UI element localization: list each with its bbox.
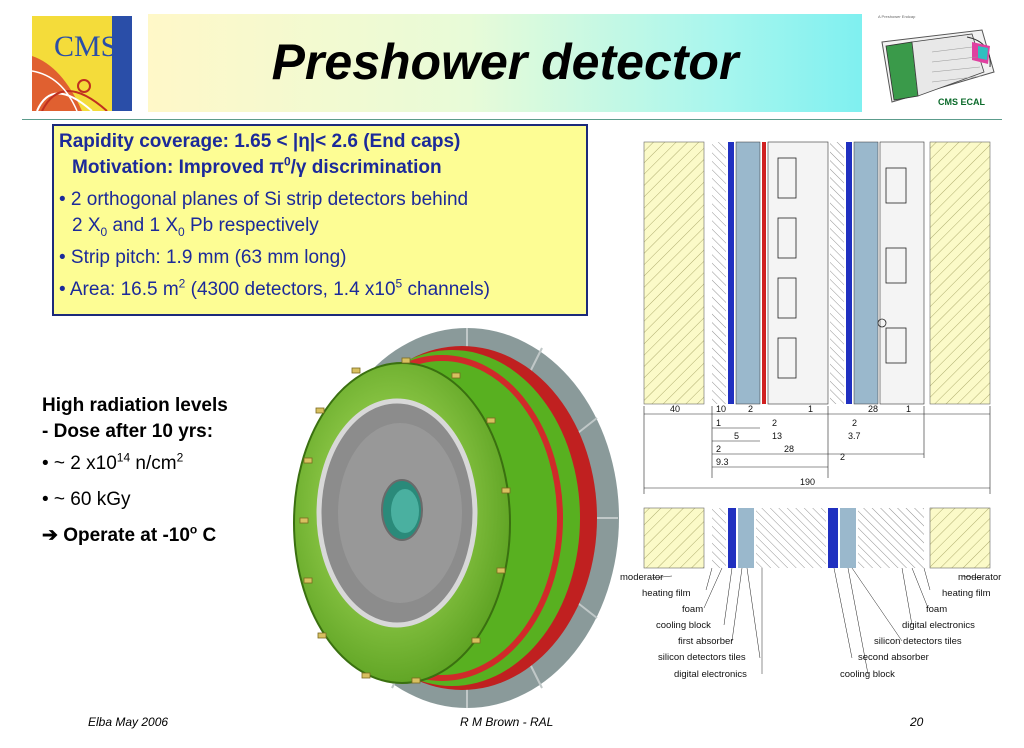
label-cooling-block-left: cooling block bbox=[656, 620, 711, 631]
cross-section-drawing: 40 10 2 1 28 1 1 2 2 5 13 3.7 2 28 2 9.3… bbox=[620, 141, 1001, 680]
dim-total: 190 bbox=[800, 477, 815, 487]
dim-row2-a: 1 bbox=[716, 418, 721, 428]
dim-row4-a: 2 bbox=[716, 444, 721, 454]
dim-row2-b: 2 bbox=[772, 418, 777, 428]
logo-text: CMS bbox=[54, 30, 117, 63]
label-first-absorber: first absorber bbox=[678, 636, 733, 647]
bullet-si-planes-cont: 2 X0 and 1 X0 Pb respectively bbox=[72, 215, 319, 239]
rapidity-coverage: Rapidity coverage: 1.65 < |η|< 2.6 (End … bbox=[59, 131, 461, 152]
label-moderator-left: moderator bbox=[620, 572, 663, 583]
ecal-label: CMS ECAL bbox=[938, 97, 985, 107]
label-foam-left: foam bbox=[682, 604, 703, 615]
header-divider bbox=[22, 119, 1002, 120]
dim-row3-b: 13 bbox=[772, 431, 782, 441]
radiation-text: High radiation levels - Dose after 10 yr… bbox=[42, 393, 292, 549]
dim-row4-c: 2 bbox=[840, 452, 845, 462]
label-heating-film-right: heating film bbox=[942, 588, 991, 599]
page-number: 20 bbox=[910, 715, 924, 729]
dim-28: 28 bbox=[868, 404, 878, 414]
dim-2: 2 bbox=[748, 404, 753, 414]
motivation: Motivation: Improved π0/γ discrimination bbox=[72, 154, 442, 178]
label-digital-electronics-right: digital electronics bbox=[902, 620, 975, 631]
arrow-right-icon: ➔ bbox=[42, 525, 58, 546]
footer-date: Elba May 2006 bbox=[88, 715, 169, 729]
dim-40: 40 bbox=[670, 404, 680, 414]
bullet-si-planes: • 2 orthogonal planes of Si strip detect… bbox=[59, 189, 469, 210]
bullet-area: • Area: 16.5 m2 (4300 detectors, 1.4 x10… bbox=[59, 276, 490, 300]
label-digital-electronics-left: digital electronics bbox=[674, 669, 747, 680]
dim-1: 1 bbox=[808, 404, 813, 414]
label-heating-film-left: heating film bbox=[642, 588, 691, 599]
dose-heading: - Dose after 10 yrs: bbox=[42, 421, 214, 442]
preshower-disk-image bbox=[293, 328, 619, 708]
label-cooling-block-right: cooling block bbox=[840, 669, 895, 680]
radiation-heading: High radiation levels bbox=[42, 395, 228, 416]
dim-row3-a: 5 bbox=[734, 431, 739, 441]
dim-row5: 9.3 bbox=[716, 457, 729, 467]
dim-row3-c: 3.7 bbox=[848, 431, 861, 441]
title-band bbox=[148, 14, 862, 112]
label-moderator-right: moderator bbox=[958, 572, 1001, 583]
label-si-tiles-right: silicon detectors tiles bbox=[874, 636, 962, 647]
slide-title: Preshower detector bbox=[271, 34, 739, 90]
label-second-absorber: second absorber bbox=[858, 652, 929, 663]
ecal-thumbnail-image bbox=[872, 12, 1002, 112]
bullet-strip-pitch: • Strip pitch: 1.9 mm (63 mm long) bbox=[59, 247, 347, 268]
dim-row2-c: 2 bbox=[852, 418, 857, 428]
label-foam-right: foam bbox=[926, 604, 947, 615]
dose-bullet: • ~ 60 kGy bbox=[42, 489, 131, 510]
operate-temperature: ➔ Operate at -10o C bbox=[42, 522, 217, 546]
ecal-caption: A Preshower Endcap bbox=[878, 14, 916, 19]
info-box: Rapidity coverage: 1.65 < |η|< 2.6 (End … bbox=[52, 124, 588, 316]
footer-author: R M Brown - RAL bbox=[460, 715, 554, 729]
dim-10: 10 bbox=[716, 404, 726, 414]
fluence-bullet: • ~ 2 x1014 n/cm2 bbox=[42, 450, 184, 474]
dim-1b: 1 bbox=[906, 404, 911, 414]
dim-row4-b: 28 bbox=[784, 444, 794, 454]
label-si-tiles-left: silicon detectors tiles bbox=[658, 652, 746, 663]
cms-logo: CMS bbox=[32, 16, 132, 111]
